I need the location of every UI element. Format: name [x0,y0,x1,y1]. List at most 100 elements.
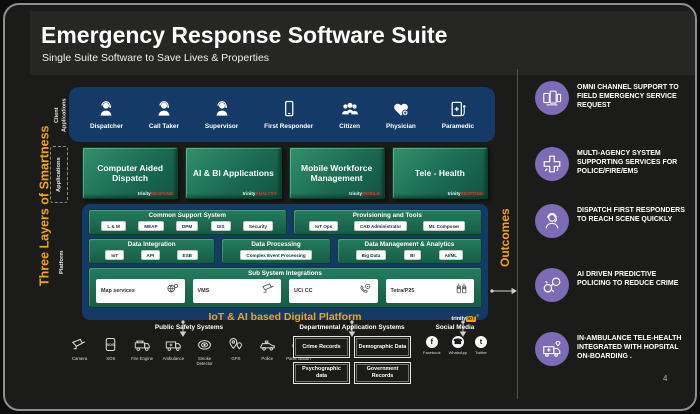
client-item-label: Physician [385,123,416,130]
client-item-label: Call Taker [148,123,179,130]
dept-box-government-records: Government Records [354,362,411,384]
twitter-icon: t [475,336,487,348]
page-title: Emergency Response Software Suite [41,22,448,48]
client-item-citizen: Citizen [339,99,360,130]
safety-item-fire-engine: Fire Engine [128,336,157,366]
client-item-paramedic: Paramedic [442,99,474,130]
radio-handsets-icon [454,281,469,301]
client-item-label: Supervisor [204,123,239,130]
box-title: Provisioning and Tools [352,212,422,219]
pill: L & M [101,221,126,231]
app-box-label: AI & BI Applications [192,167,274,178]
trinity-iot-brand: trinityIoT® [451,314,479,322]
safety-item-smoke-detector: Smoke Detector [190,336,219,366]
pill: MEAP [138,221,164,231]
handcuffs-icon [535,268,569,302]
dept-box-demographic-data: Demographic Data [354,336,411,358]
safety-item-sos: SOS SOS [96,336,125,366]
pill: API [140,250,161,260]
client-item-label: Paramedic [441,123,475,130]
platform-row-1: Common Support System L & M MEAP DPM GIS… [88,209,482,235]
heart-medical-icon [391,99,411,121]
common-support-system-box: Common Support System L & M MEAP DPM GIS… [88,209,287,235]
departmental-application-systems: Departmental Application Systems Crime R… [293,324,411,384]
social-item-twitter: t Twitter [475,336,487,355]
app-box-tele-health: Tele - Health trinityRESPOND [391,147,488,199]
police-car-icon [259,336,276,354]
outcomes-divider [517,69,518,399]
dept-box-psychographic-data: Psychographic data [293,362,350,384]
pill: IoT Ops [309,221,339,231]
app-box-label: Tele - Health [414,167,465,178]
cctv-camera-icon [71,336,88,354]
dept-box-crime-records: Crime Records [293,336,350,358]
social-media-group: Social Media f Facebook ☎ WhatsApp t Twi… [423,324,487,355]
client-applications-bar: Dispatcher Call Taker Supervisor First R… [69,87,495,142]
dispatcher-icon [535,204,569,238]
group-title: Departmental Application Systems [299,324,405,331]
pill: ML Composer [422,221,466,231]
layer-box-applications: Applications [50,146,68,203]
pill: Complex Event Processing [240,250,312,260]
outcome-text: MULTI-AGENCY SYSTEM SUPPORTING SERVICES … [577,150,678,176]
provisioning-tools-box: Provisioning and Tools IoT Ops CAD Admin… [292,209,482,235]
pill: IoT [105,250,125,260]
client-item-first-responder: First Responder [264,99,313,130]
pill: ESB [176,250,198,260]
three-layers-label: Three Layers of Smartness [37,125,52,287]
page-subtitle: Single Suite Software to Save Lives & Pr… [42,52,270,64]
safety-item-gps: GPS [221,336,250,366]
client-item-label: First Responder [264,123,314,130]
smartphone-icon [279,99,299,121]
platform-row-2: Data Integration IoT API ESB Data Proces… [88,238,482,264]
client-item-label: Citizen [339,123,361,130]
facebook-icon: f [425,336,438,348]
client-item-call-taker: Call Taker [149,99,179,130]
sos-device-icon: SOS [102,336,119,354]
outcome-multi-agency: MULTI-AGENCY SYSTEM SUPPORTING SERVICES … [535,147,695,181]
pill: AI/ML [438,250,464,260]
headset-agent-icon [154,99,174,121]
gps-pin-icon [227,336,244,354]
trinity-brand: trinityMOBILE [349,190,380,196]
map-gear-icon [165,281,180,301]
slide-frame: Emergency Response Software Suite Single… [3,3,697,411]
outcome-in-ambulance-telehealth: IN-AMBULANCE TELE-HEALTH INTEGRATED WITH… [535,332,695,366]
outcome-text: OMNI CHANNEL SUPPORT TO FIELD EMERGENCY … [577,84,679,110]
fire-truck-icon [134,336,151,354]
trinity-brand: trinityRESPOND [137,190,174,196]
headset-agent-icon [212,99,232,121]
safety-item-ambulance: Ambulance [159,336,188,366]
header-band [30,11,695,75]
whatsapp-icon: ☎ [451,336,464,348]
group-title: Public Safety Systems [154,324,224,331]
pill: CAD Administrator [353,221,408,231]
outcome-text: AI DRIVEN PREDICTIVE POLICING TO REDUCE … [577,271,679,288]
box-title: Common Support System [148,212,226,219]
box-title: Sub System Integrations [248,270,322,277]
pill: GIS [210,221,231,231]
safety-item-police: Police [253,336,282,366]
public-safety-systems: Public Safety Systems Camera SOS SOS Fir… [65,324,313,366]
data-management-analytics-box: Data Management & Analytics Big Data BI … [336,238,482,264]
group-title: Social Media [435,324,475,331]
outcome-dispatch-first-responders: DISPATCH FIRST RESPONDERS TO REACH SCENE… [535,204,695,238]
applications-row: Computer Aided Dispatch trinityRESPOND A… [82,147,488,199]
outcome-text: DISPATCH FIRST RESPONDERS TO REACH SCENE… [577,207,685,224]
outcome-text: IN-AMBULANCE TELE-HEALTH INTEGRATED WITH… [577,335,682,361]
omni-devices-icon [535,81,569,115]
cctv-camera-icon [261,281,276,301]
app-box-label: Mobile Workforce Management [301,162,373,183]
pill: BI [404,250,421,260]
data-processing-box: Data Processing Complex Event Processing [221,238,331,264]
client-item-supervisor: Supervisor [205,99,238,130]
platform-panel: Common Support System L & M MEAP DPM GIS… [82,204,488,323]
social-item-facebook: f Facebook [423,336,441,355]
smoke-detector-icon [196,336,213,354]
app-box-mobile-workforce: Mobile Workforce Management trinityMOBIL… [288,147,385,199]
pill: Security [242,221,274,231]
platform-footer: IoT & AI based Digital Platform trinityI… [88,311,482,323]
safety-item-camera: Camera [65,336,94,366]
trinity-brand: trinityANALYST [242,190,277,196]
